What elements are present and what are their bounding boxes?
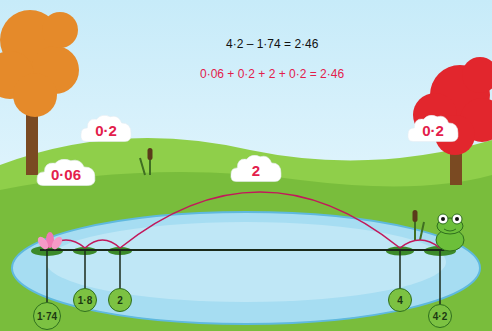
- jump-size: 0·2: [422, 122, 444, 139]
- pond-shine: [46, 222, 446, 302]
- number-line: [40, 249, 448, 251]
- jump-arc: [47, 192, 440, 248]
- jump-cloud: 0·2: [407, 113, 459, 144]
- number-circle: 4: [388, 288, 412, 312]
- jump-size: 2: [252, 162, 260, 179]
- number-label: 4·2: [433, 311, 447, 322]
- number-label: 1·8: [78, 295, 92, 306]
- equation: 4·2 – 1·74 = 2·46: [226, 37, 318, 51]
- jump-cloud: 2: [230, 153, 282, 184]
- number-label: 1·74: [37, 311, 57, 322]
- jump-cloud: 0·06: [36, 157, 96, 188]
- number-circle: 2: [108, 288, 132, 312]
- number-circle: 1·74: [33, 302, 61, 330]
- hill: [0, 138, 492, 331]
- reed: [148, 148, 153, 160]
- tick-line: [47, 250, 440, 314]
- equation: 0·06 + 0·2 + 2 + 0·2 = 2·46: [200, 67, 344, 81]
- reed: [413, 210, 418, 222]
- number-label: 4: [397, 295, 403, 306]
- jump-size: 0·06: [51, 166, 81, 183]
- frog: [436, 214, 464, 251]
- tree-foliage: [0, 10, 79, 117]
- number-circle: 4·2: [428, 304, 452, 328]
- lily-pad: [31, 246, 456, 256]
- number-label: 2: [117, 295, 123, 306]
- jump-size: 0·2: [95, 122, 117, 139]
- jump-cloud: 0·2: [80, 113, 132, 144]
- pond: [12, 212, 480, 324]
- lily-flower: [36, 232, 65, 251]
- number-circle: 1·8: [73, 288, 97, 312]
- hill: [0, 172, 492, 331]
